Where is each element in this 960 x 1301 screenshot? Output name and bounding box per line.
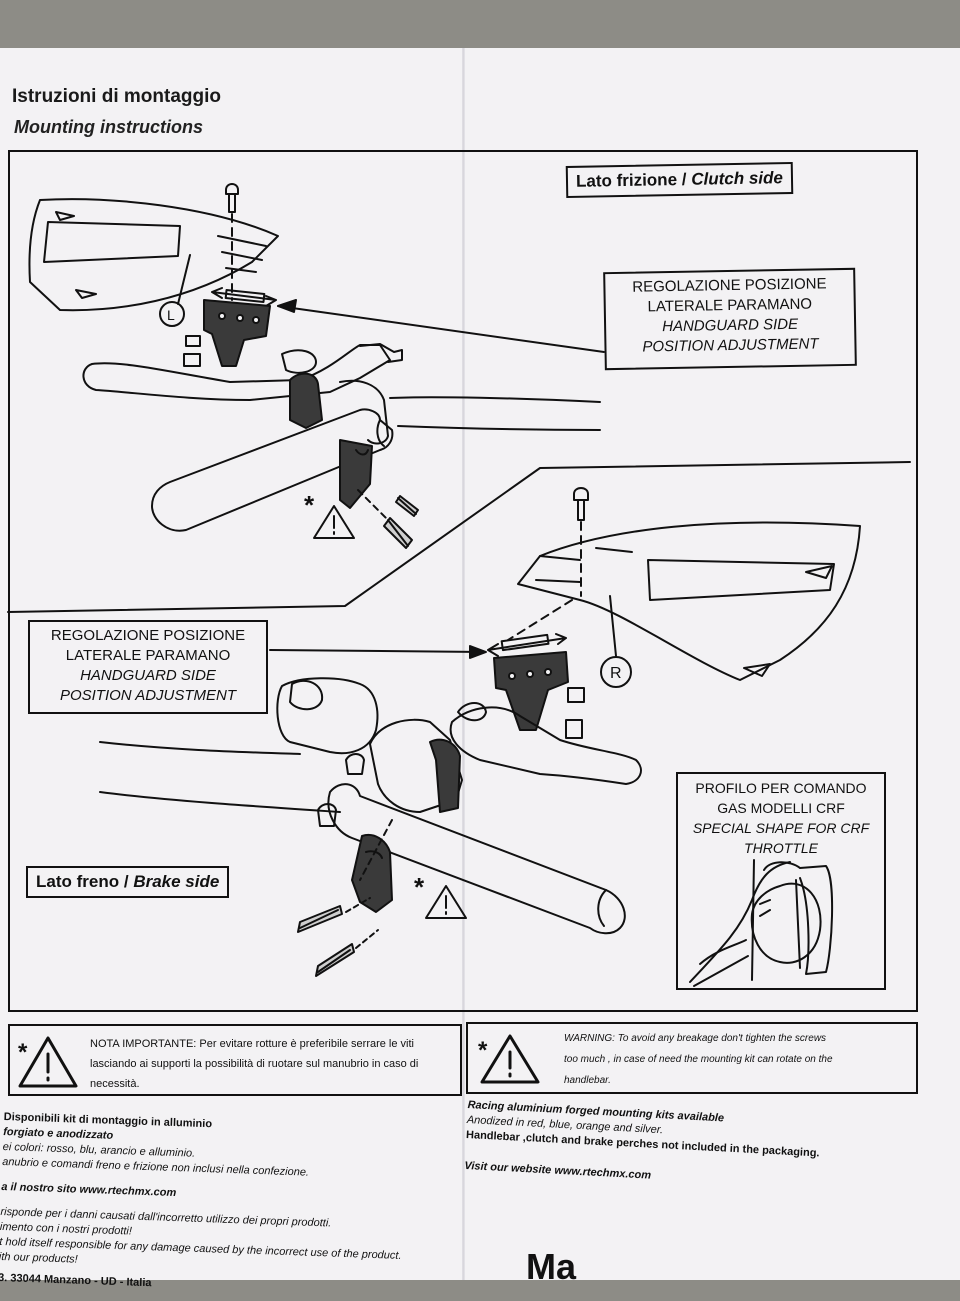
diagram-frame (8, 150, 918, 1012)
warning-note-italian (8, 1024, 462, 1096)
warning-note-english (466, 1022, 918, 1094)
handguard-right-window (647, 559, 835, 601)
adjustment-box-lower: REGOLAZIONE POSIZIONE LATERALE PARAMANO … (28, 620, 268, 714)
section-divider (7, 461, 911, 613)
handguard-left-window (43, 221, 181, 263)
left-marker-letter: L (167, 307, 175, 323)
title-italian: Istruzioni di montaggio (12, 86, 221, 107)
warning-text-english: WARNING: To avoid any breakage don't tig… (564, 1033, 833, 1086)
star-marker-note-en: * (478, 1037, 488, 1064)
right-marker-letter: R (610, 665, 622, 682)
star-marker-upper: * (304, 490, 315, 520)
crf-throttle-box: PROFILO PER COMANDO GAS MODELLI CRF SPEC… (676, 772, 886, 990)
adjustment-box-upper: REGOLAZIONE POSIZIONE LATERALE PARAMANO … (603, 267, 857, 371)
star-marker-note-it: * (18, 1039, 28, 1066)
brand-text: Ma (526, 1246, 577, 1287)
brake-side-label: Lato freno / Brake side (26, 866, 230, 898)
title-english: Mounting instructions (14, 117, 203, 137)
paper-fold-crease (462, 48, 465, 1280)
warning-text-italian: NOTA IMPORTANTE: Per evitare rotture è p… (90, 1038, 419, 1090)
star-marker-lower: * (414, 872, 425, 902)
handguard-left (28, 198, 279, 312)
clutch-side-label: Lato frizione / Clutch side (565, 162, 794, 198)
footer-italian: Disponibili kit di montaggio in allumini… (0, 1110, 402, 1290)
